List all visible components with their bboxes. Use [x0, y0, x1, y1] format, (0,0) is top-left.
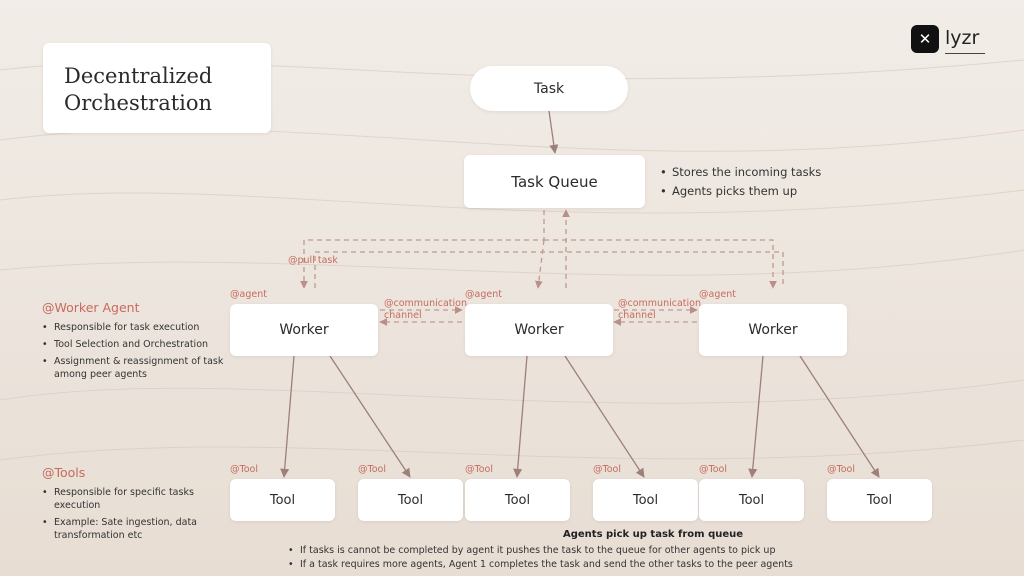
agent-label-3: @agent: [699, 289, 736, 300]
worker-node-3: Worker: [699, 304, 847, 356]
tools-note-item: Responsible for specific tasks execution: [42, 486, 222, 512]
footer-title: Agents pick up task from queue: [563, 529, 744, 540]
comm-label-2-line1: @communication: [618, 298, 701, 309]
worker-section-list: Responsible for task execution Tool Sele…: [42, 321, 232, 385]
task-queue-node: Task Queue: [464, 155, 645, 208]
tool-node-4: Tool: [593, 479, 698, 521]
tool-label-6: @Tool: [827, 464, 855, 475]
tool-label-3: @Tool: [465, 464, 493, 475]
tool-node-3: Tool: [465, 479, 570, 521]
tools-section-heading: @Tools: [42, 465, 86, 480]
worker-section-heading: @Worker Agent: [42, 300, 140, 315]
task-node: Task: [470, 66, 628, 111]
page-title: Decentralized Orchestration: [64, 63, 264, 117]
tool-label-4: @Tool: [593, 464, 621, 475]
tools-note-item: Example: Sate ingestion, data transforma…: [42, 516, 222, 542]
agent-label-1: @agent: [230, 289, 267, 300]
agent-label-2: @agent: [465, 289, 502, 300]
queue-note-item: Agents picks them up: [660, 185, 850, 199]
title-card: Decentralized Orchestration: [43, 43, 271, 133]
comm-label-1-line2: channel: [384, 310, 422, 321]
queue-note-item: Stores the incoming tasks: [660, 166, 850, 180]
footer-note-item: If tasks is cannot be completed by agent…: [288, 545, 848, 557]
tool-label-2: @Tool: [358, 464, 386, 475]
worker-node-2: Worker: [465, 304, 613, 356]
footer-note-item: If a task requires more agents, Agent 1 …: [288, 559, 848, 571]
tool-node-5: Tool: [699, 479, 804, 521]
title-line-1: Decentralized: [64, 64, 213, 88]
footer-notes: If tasks is cannot be completed by agent…: [288, 545, 848, 573]
worker-note-item: Responsible for task execution: [42, 321, 232, 334]
comm-label-1-line1: @communication: [384, 298, 467, 309]
tool-label-1: @Tool: [230, 464, 258, 475]
logo-underline: [945, 53, 985, 54]
tool-label-5: @Tool: [699, 464, 727, 475]
comm-label-2-line2: channel: [618, 310, 656, 321]
lyzr-logo: ✕ lyzr: [911, 25, 986, 55]
queue-notes: Stores the incoming tasks Agents picks t…: [660, 166, 850, 204]
title-line-2: Orchestration: [64, 91, 213, 115]
worker-note-item: Tool Selection and Orchestration: [42, 338, 232, 351]
tools-section-list: Responsible for specific tasks execution…: [42, 486, 222, 546]
worker-note-item: Assignment & reassignment of task among …: [42, 355, 232, 381]
pull-task-label: @pull task: [288, 255, 338, 266]
logo-text: lyzr: [945, 27, 980, 49]
tool-node-6: Tool: [827, 479, 932, 521]
tool-node-2: Tool: [358, 479, 463, 521]
tool-node-1: Tool: [230, 479, 335, 521]
worker-node-1: Worker: [230, 304, 378, 356]
logo-mark-icon: ✕: [911, 25, 939, 53]
